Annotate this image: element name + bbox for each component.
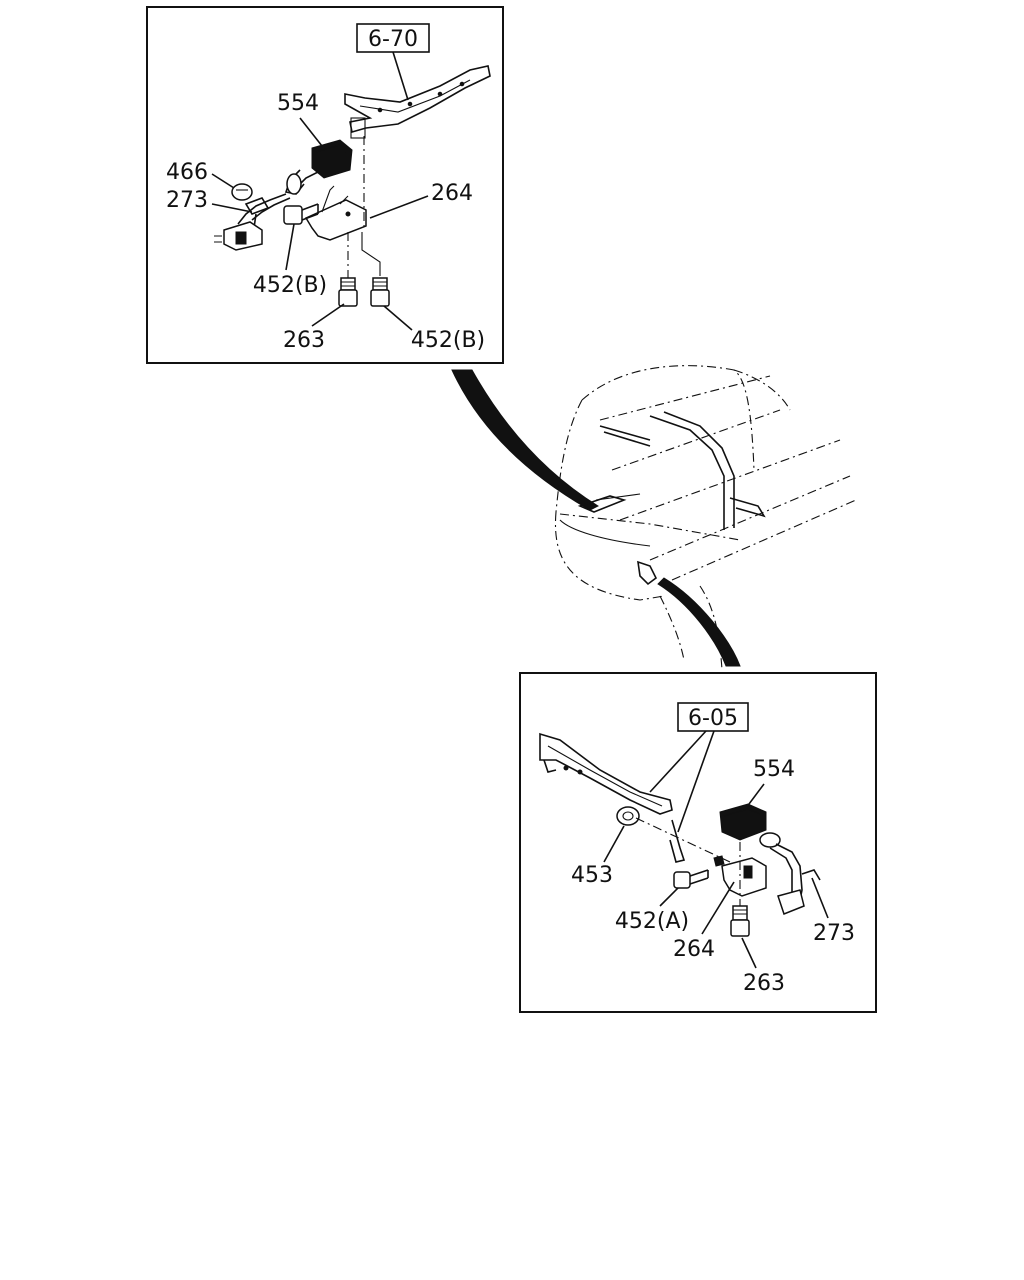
vehicle-cab-overview — [554, 365, 857, 671]
upper-ref-box: 6-70 — [356, 23, 430, 53]
lower-label-554: 554 — [753, 757, 795, 782]
lower-label-273: 273 — [813, 921, 855, 946]
upper-detail-panel: 6-70 554 — [146, 6, 504, 364]
lower-bolt-452a — [673, 869, 709, 889]
upper-label-263: 263 — [283, 328, 325, 353]
upper-nut-466 — [231, 183, 253, 201]
upper-ref-leader — [392, 51, 409, 101]
upper-label-273: 273 — [166, 188, 208, 213]
upper-label-452b-left: 452(B) — [253, 273, 327, 298]
lower-ref-label: 6-05 — [688, 706, 738, 731]
lower-label-452a: 452(A) — [615, 909, 689, 934]
lower-ref-leader-a — [649, 730, 707, 793]
lower-leader-263 — [741, 937, 757, 969]
lower-bracket-264 — [713, 855, 767, 897]
upper-leader-452b-left — [285, 223, 295, 271]
upper-leader-273 — [211, 203, 253, 213]
lower-clamp-273 — [777, 869, 821, 915]
upper-frame-rail — [344, 65, 491, 139]
upper-bolt-263 — [338, 277, 358, 307]
upper-leader-264 — [369, 195, 429, 219]
lower-sensor-554 — [719, 803, 803, 901]
upper-label-264: 264 — [431, 181, 473, 206]
upper-leader-263 — [311, 303, 345, 327]
lower-label-453: 453 — [571, 863, 613, 888]
lower-leader-554 — [745, 783, 765, 809]
upper-sensor-554 — [284, 139, 353, 195]
upper-label-554: 554 — [277, 91, 319, 116]
lower-detail-panel: 6-05 453 554 — [519, 672, 877, 1013]
lower-callout-arrow — [657, 577, 741, 667]
lower-ref-leader-b — [677, 730, 715, 833]
upper-ref-label: 6-70 — [368, 27, 418, 52]
upper-connector-bracket — [214, 221, 263, 251]
lower-frame-rail — [539, 732, 686, 863]
lower-bolt-263 — [730, 905, 750, 937]
upper-callout-arrow — [451, 369, 600, 511]
upper-bolt-452b-right — [370, 277, 390, 307]
lower-leader-273 — [811, 877, 829, 919]
upper-leader-452b-right — [383, 305, 413, 331]
upper-leader-554 — [299, 117, 323, 147]
upper-leader-466 — [211, 173, 235, 189]
upper-label-452b-right: 452(B) — [411, 328, 485, 353]
lower-leader-452a — [659, 887, 679, 907]
lower-label-263: 263 — [743, 971, 785, 996]
upper-label-466: 466 — [166, 160, 208, 185]
lower-leader-453 — [603, 825, 625, 863]
lower-ref-box: 6-05 — [677, 702, 749, 732]
lower-label-264: 264 — [673, 937, 715, 962]
upper-bolt-452b-left — [283, 203, 319, 225]
lower-nut-453 — [616, 806, 640, 826]
lower-leader-264 — [701, 881, 735, 935]
